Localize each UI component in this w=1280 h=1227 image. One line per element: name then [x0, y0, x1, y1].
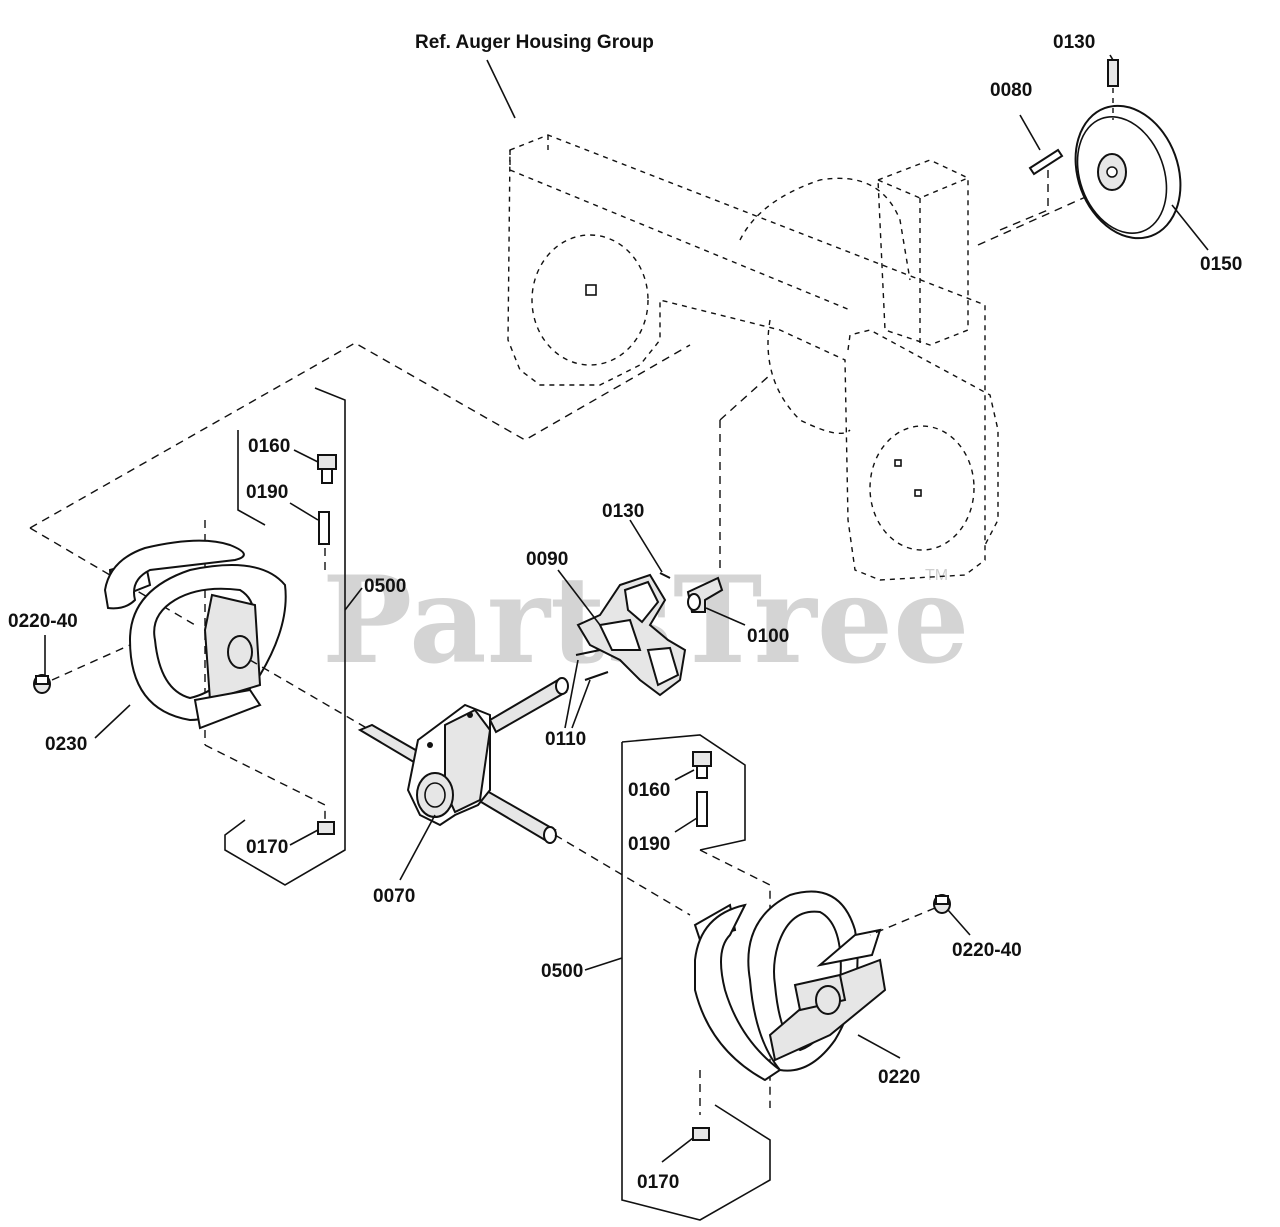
- key-part: [1028, 148, 1064, 176]
- callout-0190-left: 0190: [246, 482, 288, 503]
- callout-0170-right: 0170: [637, 1172, 679, 1193]
- callout-0090: 0090: [526, 549, 568, 570]
- bolt-right: [692, 751, 712, 779]
- callout-0220-40-left: 0220-40: [8, 611, 78, 632]
- callout-0150: 0150: [1200, 254, 1242, 275]
- grease-fitting-right: [933, 894, 951, 914]
- callout-0130-mid: 0130: [602, 501, 644, 522]
- gearbox-assembly: [357, 677, 569, 844]
- grease-fitting-left: [33, 674, 51, 694]
- callout-0100: 0100: [747, 626, 789, 647]
- callout-0500-right: 0500: [541, 961, 583, 982]
- callout-0160-right: 0160: [628, 780, 670, 801]
- left-auger: [103, 539, 287, 730]
- auger-housing: [507, 134, 999, 581]
- callout-0190-right: 0190: [628, 834, 670, 855]
- watermark-trademark: TM: [925, 567, 948, 584]
- right-auger: [693, 890, 887, 1082]
- callout-0170-left: 0170: [246, 837, 288, 858]
- callout-0110: 0110: [545, 729, 586, 750]
- spacer-left: [318, 511, 330, 545]
- callout-0130-top: 0130: [1053, 32, 1095, 53]
- nut-left: [317, 821, 335, 835]
- callout-0220-40-right: 0220-40: [952, 940, 1022, 961]
- callout-0160-left: 0160: [248, 436, 290, 457]
- nut-right: [692, 1127, 710, 1141]
- reference-auger-housing-label: Ref. Auger Housing Group: [415, 32, 654, 53]
- callout-0220: 0220: [878, 1067, 920, 1088]
- bolt-left: [317, 454, 337, 484]
- shear-bolts: [575, 649, 609, 681]
- pulley-part: [1074, 104, 1182, 240]
- callout-0500-left: 0500: [364, 576, 406, 597]
- bushing-part: [686, 576, 724, 613]
- callout-0080: 0080: [990, 80, 1032, 101]
- callout-0070: 0070: [373, 886, 415, 907]
- impeller-part: [576, 573, 687, 697]
- spacer-right: [696, 791, 708, 827]
- callout-0230: 0230: [45, 734, 87, 755]
